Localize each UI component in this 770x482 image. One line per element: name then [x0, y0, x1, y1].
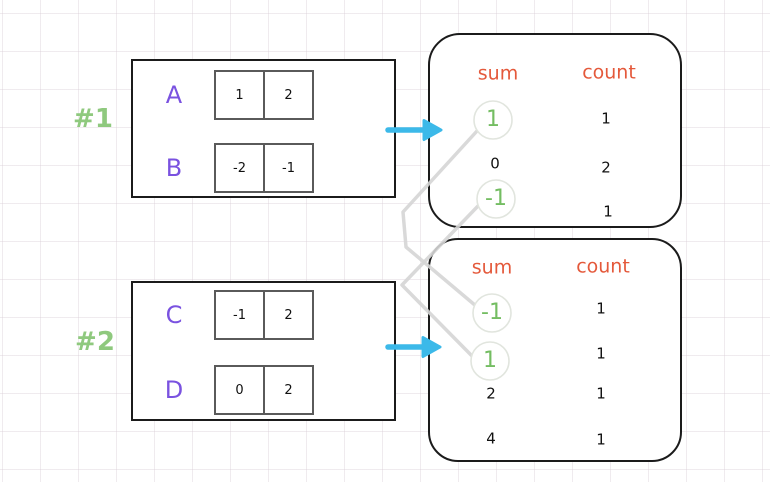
array-c-name: C — [165, 301, 183, 329]
highlighted-sum-value: 1 — [486, 107, 500, 132]
sum-column-header: sum — [471, 256, 513, 279]
highlighted-sum-value: -1 — [485, 186, 507, 211]
count-column-header: count — [576, 255, 630, 278]
sum-value: 2 — [486, 384, 496, 403]
array-cell: 1 — [214, 70, 265, 120]
array-b-name: B — [165, 154, 183, 182]
sum-value: 0 — [490, 154, 500, 173]
array-d-name: D — [164, 376, 184, 404]
count-value: 1 — [601, 109, 611, 128]
highlighted-sum-value: -1 — [481, 300, 503, 325]
group-1-box: A 1 2 B -2 -1 — [131, 59, 396, 198]
sum-value: 4 — [486, 429, 496, 448]
array-d-cells: 0 2 — [214, 365, 314, 415]
group-1-label: #1 — [73, 104, 113, 134]
count-value: 1 — [596, 299, 606, 318]
count-value: 2 — [601, 158, 611, 177]
result-table-1: sum count 1 0 2 1 — [428, 33, 682, 228]
count-value: 1 — [596, 430, 606, 449]
array-b-cells: -2 -1 — [214, 143, 314, 193]
sum-column-header: sum — [477, 62, 519, 85]
group-2-label: #2 — [75, 327, 115, 357]
array-cell: -1 — [214, 290, 265, 340]
count-value: 1 — [603, 202, 613, 221]
array-cell: 2 — [263, 290, 314, 340]
array-c-cells: -1 2 — [214, 290, 314, 340]
array-cell: -2 — [214, 143, 265, 193]
array-cell: 0 — [214, 365, 265, 415]
array-cell: 2 — [263, 70, 314, 120]
count-value: 1 — [596, 344, 606, 363]
count-value: 1 — [596, 384, 606, 403]
array-a-cells: 1 2 — [214, 70, 314, 120]
array-cell: 2 — [263, 365, 314, 415]
count-column-header: count — [582, 61, 636, 84]
array-a-name: A — [165, 81, 183, 109]
group-2-box: C -1 2 D 0 2 — [131, 281, 396, 421]
array-cell: -1 — [263, 143, 314, 193]
result-table-2: sum count 1 1 2 1 4 1 — [428, 238, 682, 462]
highlighted-sum-value: 1 — [483, 348, 497, 373]
